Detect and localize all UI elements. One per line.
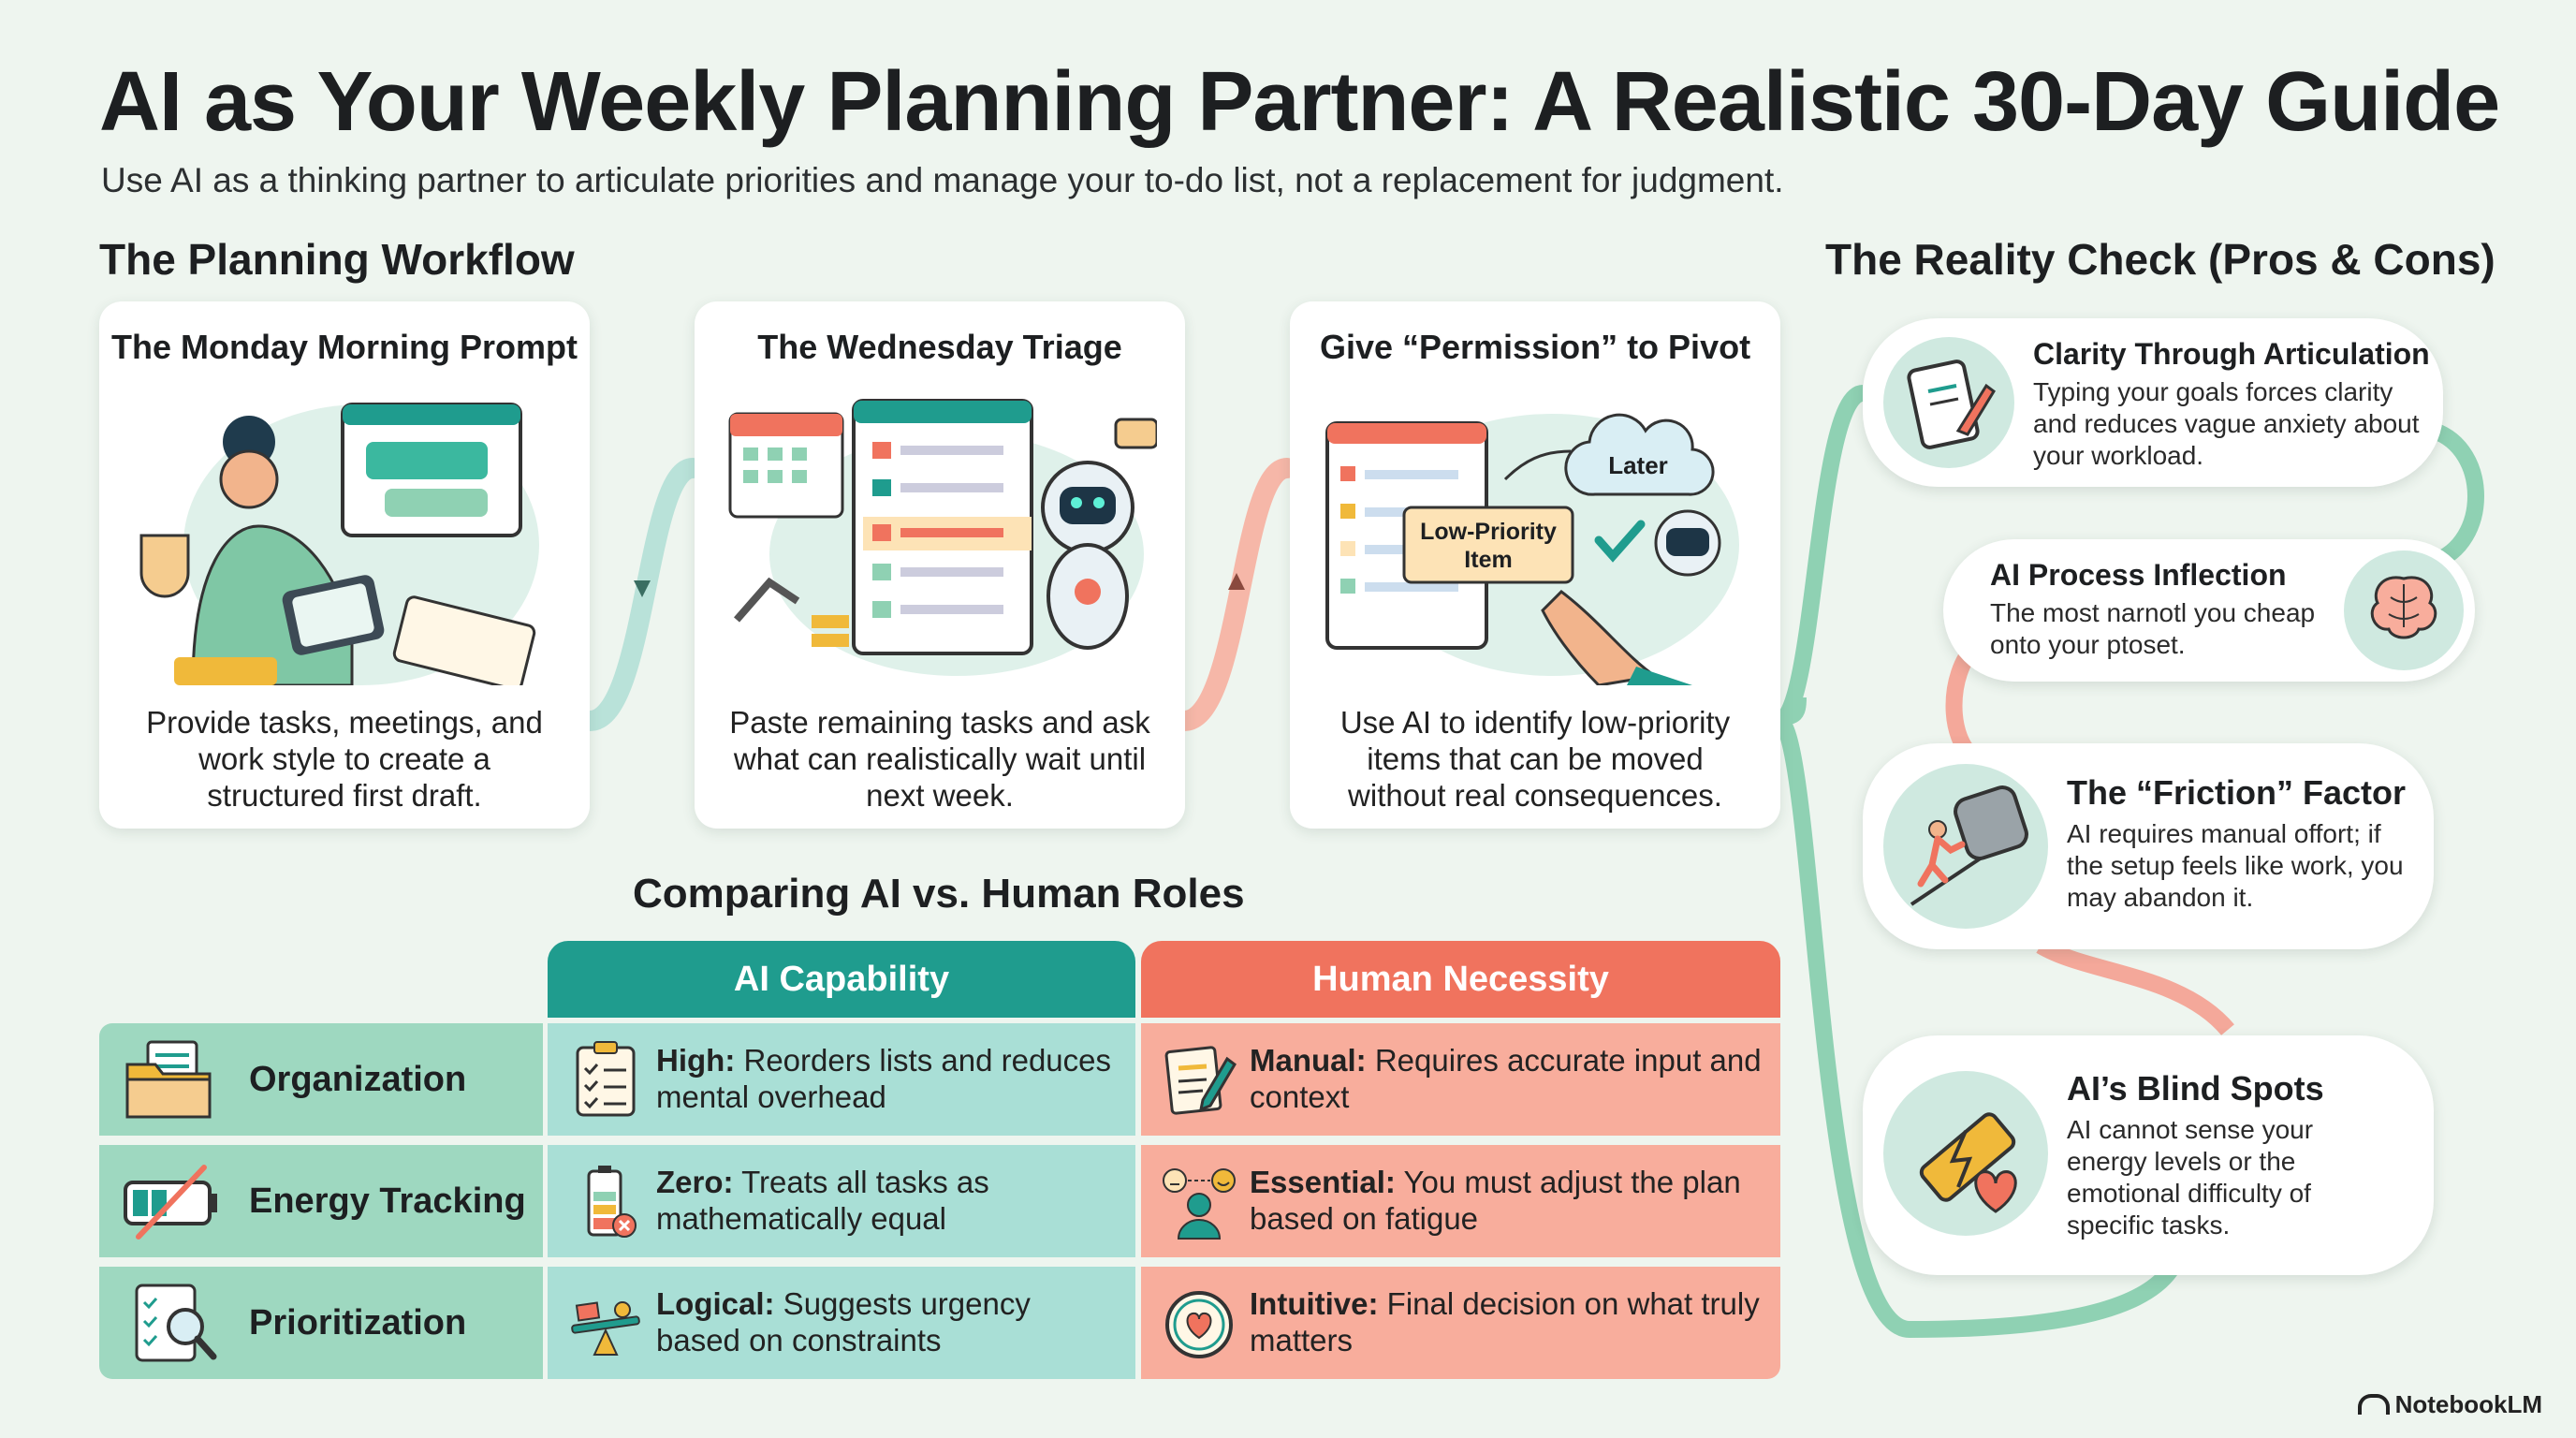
card-title: Give “Permission” to Pivot: [1319, 328, 1751, 366]
reality-item-desc: Typing your goals forces clarity and red…: [2033, 377, 2420, 470]
person-laptop-illustration: [139, 403, 539, 685]
pushing-boulder-icon: [1883, 764, 2048, 929]
row-label-text: Prioritization: [249, 1303, 467, 1343]
reality-item-inflection: AI Process Inflection The most narnotl y…: [1943, 539, 2475, 682]
card-wednesday-triage: The Wednesday Triage Paste remaining tas…: [695, 301, 1185, 829]
reality-item-desc: The most narnotl you cheap onto your pto…: [1990, 598, 2316, 659]
battery-heart-icon: [1883, 1071, 2048, 1236]
ai-cell-prioritization: Logical: Suggests urgency based on const…: [548, 1267, 1135, 1379]
reality-item-title: AI’s Blind Spots: [2067, 1069, 2324, 1108]
human-cell-text: Essential: You must adjust the plan base…: [1250, 1165, 1741, 1236]
human-cell-organization: Manual: Requires accurate input and cont…: [1141, 1023, 1780, 1136]
reality-heading: The Reality Check (Pros & Cons): [1825, 235, 2496, 284]
reality-item-blind-spots: AI’s Blind Spots AI cannot sense your en…: [1863, 1035, 2434, 1275]
row-label-energy-tracking: Energy Tracking: [99, 1145, 543, 1257]
col-header-ai: AI Capability: [548, 941, 1135, 1018]
reality-item-title: Clarity Through Articulation: [2033, 337, 2430, 371]
reality-item-title: The “Friction” Factor: [2067, 773, 2407, 812]
card-permission-pivot: Give “Permission” to Pivot Later Low-Pri…: [1290, 301, 1780, 829]
ai-cell-text: Logical: Suggests urgency based on const…: [656, 1286, 1031, 1357]
human-cell-text: Manual: Requires accurate input and cont…: [1250, 1043, 1762, 1114]
page-subtitle: Use AI as a thinking partner to articula…: [101, 161, 1784, 199]
row-label-text: Energy Tracking: [249, 1181, 526, 1221]
brand-text: NotebookLM: [2394, 1390, 2542, 1418]
row-label-text: Organization: [249, 1060, 467, 1099]
low-battery-icon: [587, 1166, 637, 1238]
human-cell-prioritization: Intuitive: Final decision on what truly …: [1141, 1267, 1780, 1379]
card-description: Provide tasks, meetings, and work style …: [146, 705, 543, 813]
reality-item-title: AI Process Inflection: [1990, 558, 2287, 592]
tablet-stylus-icon: [1883, 337, 2014, 468]
ai-cell-text: Zero: Treats all tasks as mathematically…: [656, 1165, 989, 1236]
item-label: Item: [1464, 547, 1512, 573]
human-cell-energy-tracking: Essential: You must adjust the plan base…: [1141, 1145, 1780, 1257]
human-cell-text: Intuitive: Final decision on what truly …: [1250, 1286, 1760, 1357]
brain-bulb-icon: [2344, 550, 2464, 670]
notebooklm-logo-icon: [2357, 1394, 2390, 1415]
row-label-organization: Organization: [99, 1023, 543, 1136]
heart-target-icon: [1165, 1291, 1233, 1358]
low-priority-label: Low-Priority: [1420, 519, 1557, 545]
card-monday-prompt: The Monday Morning Prompt Provide tasks,…: [99, 301, 590, 829]
comparison-heading: Comparing AI vs. Human Roles: [633, 871, 1245, 917]
row-label-prioritization: Prioritization: [99, 1267, 543, 1379]
robot-triage-illustration: [728, 399, 1157, 676]
later-label: Later: [1608, 451, 1668, 479]
reality-item-friction: The “Friction” Factor AI requires manual…: [1863, 743, 2434, 949]
ai-cell-organization: High: Reorders lists and reduces mental …: [548, 1023, 1135, 1136]
folder-documents-icon: [125, 1040, 212, 1119]
battery-crossed-icon: [124, 1165, 217, 1240]
mood-person-icon: [1163, 1168, 1236, 1240]
card-title: The Monday Morning Prompt: [111, 328, 578, 366]
reality-item-desc: AI cannot sense your energy levels or th…: [2067, 1115, 2314, 1240]
checklist-icon: [576, 1041, 636, 1117]
card-title: The Wednesday Triage: [757, 328, 1122, 366]
pivot-illustration: Later Low-Priority Item: [1325, 413, 1739, 685]
brand-mark: NotebookLM: [2357, 1390, 2542, 1419]
checklist-magnifier-icon: [135, 1284, 217, 1362]
ai-cell-energy-tracking: Zero: Treats all tasks as mathematically…: [548, 1145, 1135, 1257]
page-title: AI as Your Weekly Planning Partner: A Re…: [99, 55, 2500, 149]
reality-item-clarity: Clarity Through Articulation Typing your…: [1863, 318, 2443, 487]
reality-item-desc: AI requires manual offort; if the setup …: [2067, 819, 2404, 912]
workflow-heading: The Planning Workflow: [99, 235, 575, 284]
card-description: Paste remaining tasks and ask what can r…: [729, 705, 1150, 813]
ai-cell-text: High: Reorders lists and reduces mental …: [656, 1043, 1112, 1114]
col-header-human: Human Necessity: [1141, 941, 1780, 1018]
balance-scale-icon: [571, 1301, 640, 1356]
note-pencil-icon: [1164, 1046, 1237, 1115]
card-description: Use AI to identify low-priority items th…: [1339, 705, 1731, 813]
